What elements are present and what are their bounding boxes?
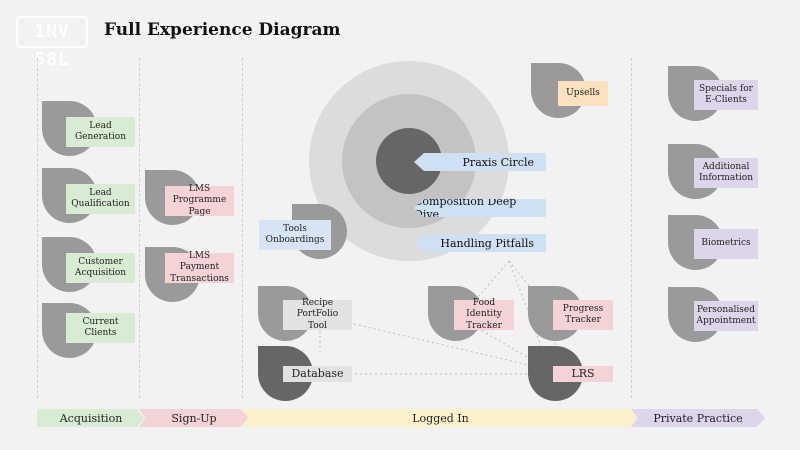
node-label: Additional Information [694,158,758,188]
phase-private-practice: Private Practice [631,409,765,427]
node-label: Biometrics [694,229,758,259]
node-label: Customer Acquisition [66,253,135,283]
node-label: LMS Payment Transactions [165,251,234,284]
column-divider [139,58,140,398]
column-divider [242,58,243,398]
column-divider [37,58,38,398]
node-label: Food Identity Tracker [454,298,514,331]
page-title: Full Experience Diagram [104,20,341,40]
node-label: Personalised Appointment [694,301,758,331]
node-label: Lead Qualification [66,184,135,214]
phase-logged-in: Logged In [242,409,639,427]
node-label: Tools Onboardings [259,220,331,250]
phase-acquisition: Acquisition [37,409,145,427]
node-label: Current Clients [66,313,135,343]
node-label: Specials for E-Clients [694,80,758,110]
node-label: LMS Programme Page [165,184,234,217]
brand-logo: 1NV 58L [16,16,88,70]
node-label: LRS [553,366,613,382]
phase-sign-up: Sign-Up [139,409,249,427]
tag-praxis-circle[interactable]: Praxis Circle [414,153,546,171]
node-label: Upsells [558,81,608,106]
tag-composition-deep-dive[interactable]: Composition Deep Dive [414,199,546,217]
column-divider [631,58,632,398]
node-label: Database [283,366,352,382]
node-label: Recipe PortFolio Tool [283,298,352,331]
node-label: Lead Generation [66,117,135,147]
tag-handling-pitfalls[interactable]: Handling Pitfalls [414,234,546,252]
node-label: Progress Tracker [553,300,613,330]
